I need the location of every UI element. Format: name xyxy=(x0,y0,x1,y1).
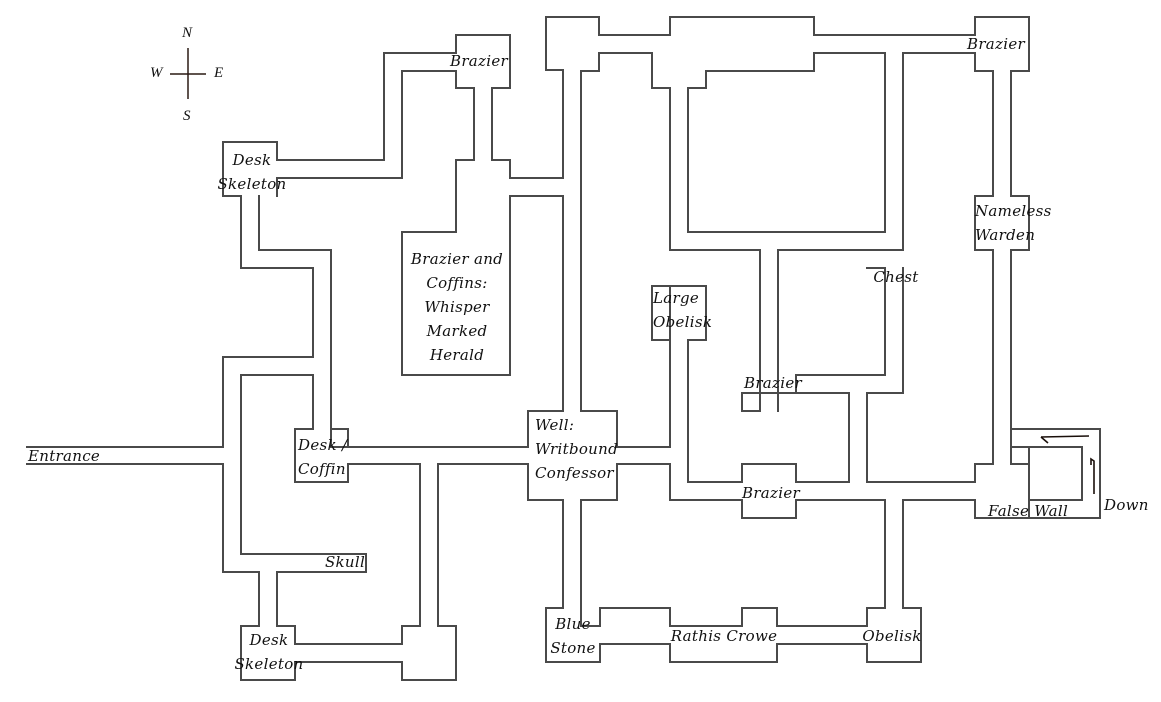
room-desk-coffin xyxy=(240,374,421,645)
label-line: Coffin xyxy=(298,460,346,478)
label-line: Stone xyxy=(550,639,596,657)
label-line: Desk xyxy=(232,151,272,169)
label-line: Marked xyxy=(426,322,488,340)
room-false-wall xyxy=(1010,428,1101,519)
room-desk-skeleton-south xyxy=(240,463,529,681)
label-nameless-warden: Nameless Warden xyxy=(975,199,1052,247)
compass-north: N xyxy=(182,25,193,41)
label-desk-skeleton-north: Desk Skeleton xyxy=(212,148,292,196)
north-hall xyxy=(545,16,1030,483)
label-obelisk: Obelisk xyxy=(862,627,922,645)
label-skull: Skull xyxy=(324,553,366,571)
compass-west: W xyxy=(150,65,163,81)
label-desk-coffin: Desk / Coffin xyxy=(298,433,347,481)
room-large-obelisk xyxy=(651,285,850,483)
label-line: Confessor xyxy=(535,464,614,482)
label-brazier-coffins: Brazier and Coffins: Whisper Marked Hera… xyxy=(402,247,512,367)
room-brazier-coffins xyxy=(401,195,564,412)
label-line: Warden xyxy=(975,226,1036,244)
label-down: Down xyxy=(1104,496,1149,514)
compass-south: S xyxy=(183,108,191,124)
compass-rose-icon xyxy=(170,48,206,99)
label-line: Writbound xyxy=(535,440,618,458)
label-line: Coffins: xyxy=(426,274,488,292)
label-brazier-nw: Brazier xyxy=(450,52,508,70)
label-entrance: Entrance xyxy=(28,447,101,465)
label-rathis-crowe: Rathis Crowe xyxy=(670,627,778,645)
label-brazier-south: Brazier xyxy=(742,484,800,502)
label-line: Blue xyxy=(555,615,591,633)
label-line: Herald xyxy=(429,346,485,364)
path-arrow-icon xyxy=(1040,435,1095,494)
label-line: Whisper xyxy=(424,298,490,316)
label-line: Desk / xyxy=(298,436,348,454)
label-brazier-center: Brazier xyxy=(744,374,802,392)
label-chest: Chest xyxy=(873,268,919,286)
label-line: Desk xyxy=(249,631,289,649)
label-line: Well: xyxy=(535,416,575,434)
label-line: Brazier and xyxy=(410,250,504,268)
room-desk-skeleton-north xyxy=(222,34,564,448)
label-blue-stone: Blue Stone xyxy=(546,612,600,660)
label-line: Skeleton xyxy=(217,175,287,193)
label-well: Well: Writbound Confessor xyxy=(535,413,618,485)
label-large-obelisk: Large Obelisk xyxy=(653,286,712,334)
label-line: Obelisk xyxy=(653,313,713,331)
compass-east: E xyxy=(214,65,224,81)
label-line: Nameless xyxy=(975,202,1052,220)
label-false-wall: False Wall xyxy=(988,502,1069,520)
label-desk-skeleton-south: Desk Skeleton xyxy=(229,628,309,676)
label-line: Large xyxy=(653,289,700,307)
room-well xyxy=(527,52,1012,663)
entrance-corridor xyxy=(26,195,314,627)
label-line: Skeleton xyxy=(234,655,304,673)
label-brazier-ne: Brazier xyxy=(967,35,1025,53)
